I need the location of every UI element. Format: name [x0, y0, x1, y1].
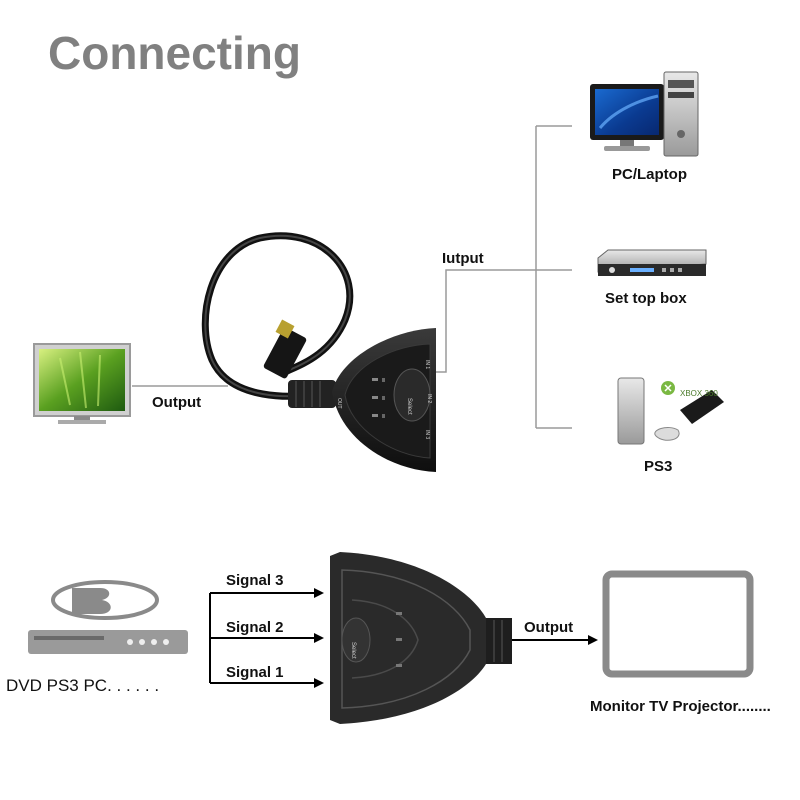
switch-in1-text: IN 1 — [424, 360, 430, 369]
bluray-logo-icon — [51, 580, 159, 620]
sources-label: DVD PS3 PC. . . . . . — [6, 676, 160, 695]
signal-3-label: Signal 3 — [226, 572, 284, 589]
tv-output-label: Output — [152, 394, 202, 411]
signal-2-label: Signal 2 — [226, 619, 284, 636]
device-label-pc: PC/Laptop — [612, 166, 687, 183]
bottom-output-label: Output — [524, 619, 574, 636]
switch-select-text-top: Select — [406, 398, 412, 415]
input-label: Iutput — [442, 250, 484, 267]
hdmi-switch-top — [332, 328, 436, 472]
ps3-console-icon — [617, 377, 724, 445]
signal-1-label: Signal 1 — [226, 664, 284, 681]
device-label-settopbox: Set top box — [605, 290, 687, 307]
switch-out-text: OUT — [336, 398, 342, 409]
input-tree-lines — [436, 125, 572, 429]
hdmi-switch-bottom — [330, 552, 512, 724]
signal-arrows — [209, 588, 598, 688]
switch-in3-text: IN 3 — [424, 430, 430, 439]
pc-laptop-icon — [590, 71, 699, 157]
xbox-logo-text: XBOX 360 — [680, 389, 718, 398]
set-top-box-icon — [597, 249, 707, 276]
monitor-icon — [602, 570, 754, 678]
switch-select-text-bottom: Select — [350, 642, 356, 659]
page-title: Connecting — [48, 27, 301, 79]
sink-label: Monitor TV Projector........ — [590, 698, 771, 715]
hdmi-cable — [201, 232, 354, 408]
dvd-player-icon — [28, 630, 188, 654]
tv-icon — [33, 343, 131, 424]
device-label-ps3: PS3 — [644, 458, 673, 475]
switch-in2-text: IN 2 — [426, 394, 432, 403]
